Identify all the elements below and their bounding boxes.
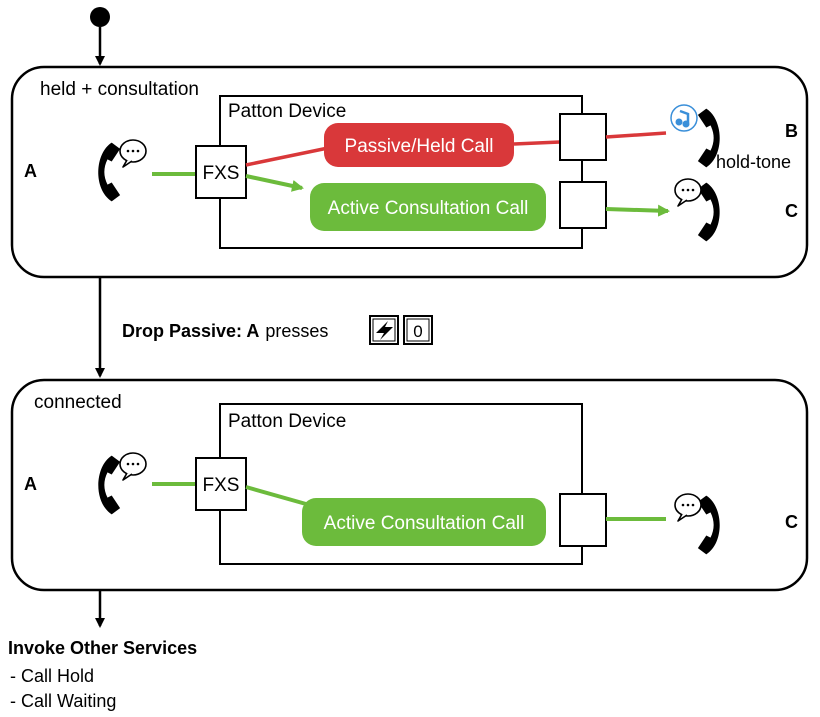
state2-active-consultation-call-pill [302, 498, 546, 546]
state1-line-passive-left [245, 146, 329, 167]
state2-title: connected [34, 392, 122, 413]
state2-device-label: Patton Device [228, 411, 346, 432]
state1-line-active-left [245, 174, 304, 192]
state2-party-a: A [24, 474, 37, 494]
passive-held-call-label: Passive/Held Call [345, 136, 494, 157]
state1-line-port-c [605, 204, 670, 217]
state1-fxs-label: FXS [203, 163, 240, 184]
flash-key-icon [369, 315, 399, 345]
passive-held-call-pill [324, 123, 514, 167]
state2-frame [10, 378, 809, 592]
active-consultation-call-label: Active Consultation Call [328, 198, 529, 219]
state1-fxs-box [195, 145, 247, 199]
footer-item-call-waiting: - Call Waiting [10, 691, 116, 711]
state1-port-b [559, 113, 607, 161]
state1-device-label: Patton Device [228, 101, 346, 122]
transition-bold-label: Drop Passive: A [122, 321, 259, 341]
state1-party-c: C [785, 201, 798, 221]
state-connected: connected Patton Device A FXS Active Con… [10, 378, 809, 592]
state1-frame [10, 65, 809, 279]
state1-hold-tone: hold-tone [716, 152, 791, 172]
state1-port-c [559, 181, 607, 229]
key-zero: 0 [403, 315, 433, 345]
transition-verb: presses [265, 321, 328, 341]
state2-party-c: C [785, 512, 798, 532]
state2-line-active-left [245, 485, 307, 506]
transition-label: Drop Passive: A presses [122, 321, 328, 341]
state2-fxs-box [195, 457, 247, 511]
footer-item-call-hold: - Call Hold [10, 666, 94, 686]
state1-line-port-b [605, 131, 667, 139]
state2-fxs-label: FXS [203, 475, 240, 496]
state2-active-consultation-call-label: Active Consultation Call [324, 513, 525, 534]
state1-party-b: B [785, 121, 798, 141]
state1-line-passive-right [513, 140, 561, 146]
state-held-consultation: held + consultation Patton Device A FXS … [10, 65, 809, 279]
state1-party-a: A [24, 161, 37, 181]
key-zero-label: 0 [413, 322, 422, 341]
footer-heading: Invoke Other Services [8, 638, 197, 658]
state2-port-c [559, 493, 607, 547]
music-note-icon [670, 104, 698, 132]
start-node [90, 7, 110, 27]
state1-title: held + consultation [40, 79, 199, 100]
active-consultation-call-pill [310, 183, 546, 231]
